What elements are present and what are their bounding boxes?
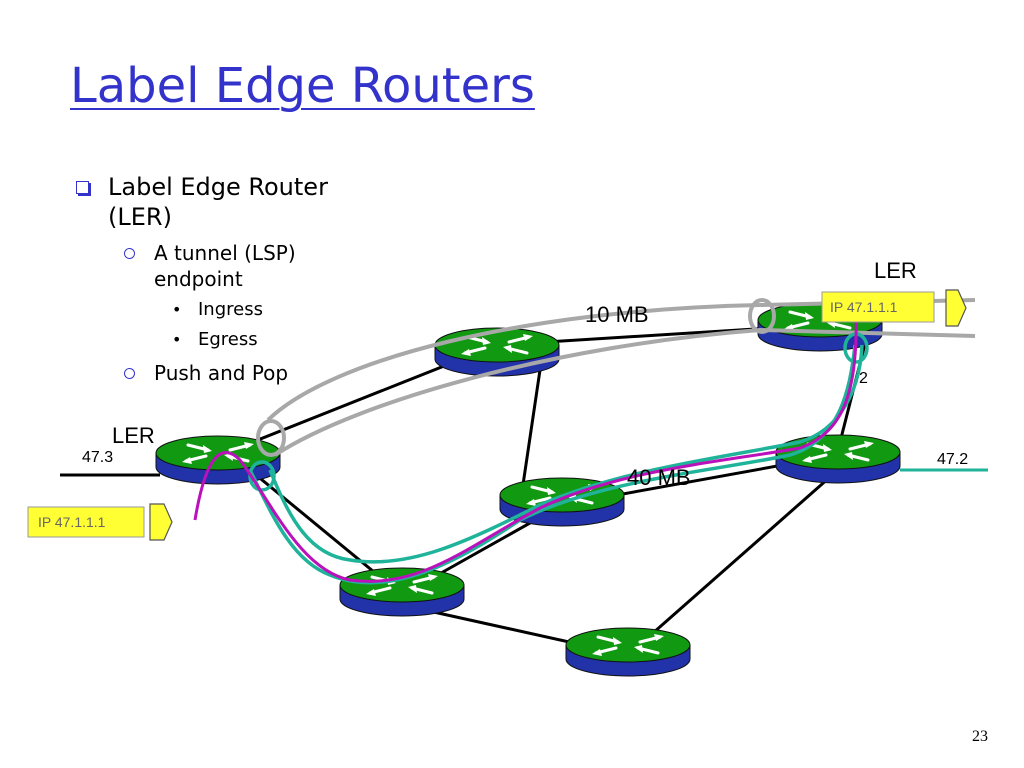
bandwidth-10mb-label: 10 MB: [585, 302, 649, 327]
link-lines: [60, 323, 868, 657]
bullet-ler-line1: Label Edge Router: [108, 173, 328, 201]
bullet-egress: • Egress: [72, 328, 392, 352]
net-right-partial-label: 2: [859, 370, 868, 387]
packet-right-text: IP 47.1.1.1: [830, 299, 898, 315]
bullet-ler-line2: (LER): [108, 203, 172, 231]
bullet-ler: Label Edge Router (LER): [72, 172, 392, 232]
link-lowest-right: [627, 468, 839, 657]
tunnel-end-left: [256, 419, 286, 457]
tunnel-40mb-outer: [248, 344, 857, 585]
ler-left-label: LER: [112, 423, 155, 448]
net-right-label: 47.2: [937, 451, 968, 468]
bullet-push-pop-text: Push and Pop: [154, 361, 289, 385]
packet-left-arrow-icon: [149, 503, 173, 541]
circle-bullet-icon: [124, 248, 135, 259]
tunnel-10mb: [256, 298, 976, 457]
net-left-label: 47.3: [82, 449, 113, 466]
dot-bullet-icon: •: [172, 300, 182, 319]
circle-bullet-icon: [124, 368, 135, 379]
router-ler-left[interactable]: [154, 434, 282, 486]
bullet-ingress-text: Ingress: [198, 299, 263, 320]
bullet-tunnel-line2: endpoint: [154, 267, 243, 291]
packet-path: [193, 299, 858, 583]
bullet-push-pop: Push and Pop: [72, 360, 392, 386]
tunnel-end-right: [748, 298, 776, 334]
bullet-list: Label Edge Router (LER) A tunnel (LSP) e…: [72, 172, 392, 386]
bandwidth-40mb-label: 40 MB: [627, 465, 691, 490]
router-top[interactable]: [433, 326, 561, 378]
packet-left-text: IP 47.1.1.1: [38, 514, 106, 530]
bullet-ingress: • Ingress: [72, 298, 392, 322]
packet-right-box: [821, 291, 935, 323]
packet-left-box: [27, 506, 145, 538]
router-lowest[interactable]: [564, 626, 692, 678]
page-number: 23: [972, 728, 988, 745]
bullet-tunnel: A tunnel (LSP) endpoint: [72, 240, 392, 292]
square-bullet-icon: [76, 181, 89, 194]
tunnel-10mb-upper: [266, 298, 976, 422]
dot-bullet-icon: •: [172, 330, 182, 349]
bullet-tunnel-line1: A tunnel (LSP): [154, 241, 296, 265]
bullet-egress-text: Egress: [198, 329, 258, 350]
tunnel-10mb-lower: [273, 327, 976, 457]
slide-title: Label Edge Routers: [70, 58, 535, 114]
ler-right-label: LER: [874, 258, 917, 283]
packet-right: IP 47.1.1.1: [821, 289, 967, 327]
tunnel-40mb-inner: [268, 344, 864, 564]
router-bottom[interactable]: [338, 566, 466, 618]
packet-right-arrow-icon: [945, 289, 967, 327]
packet-left: IP 47.1.1.1: [27, 503, 173, 541]
